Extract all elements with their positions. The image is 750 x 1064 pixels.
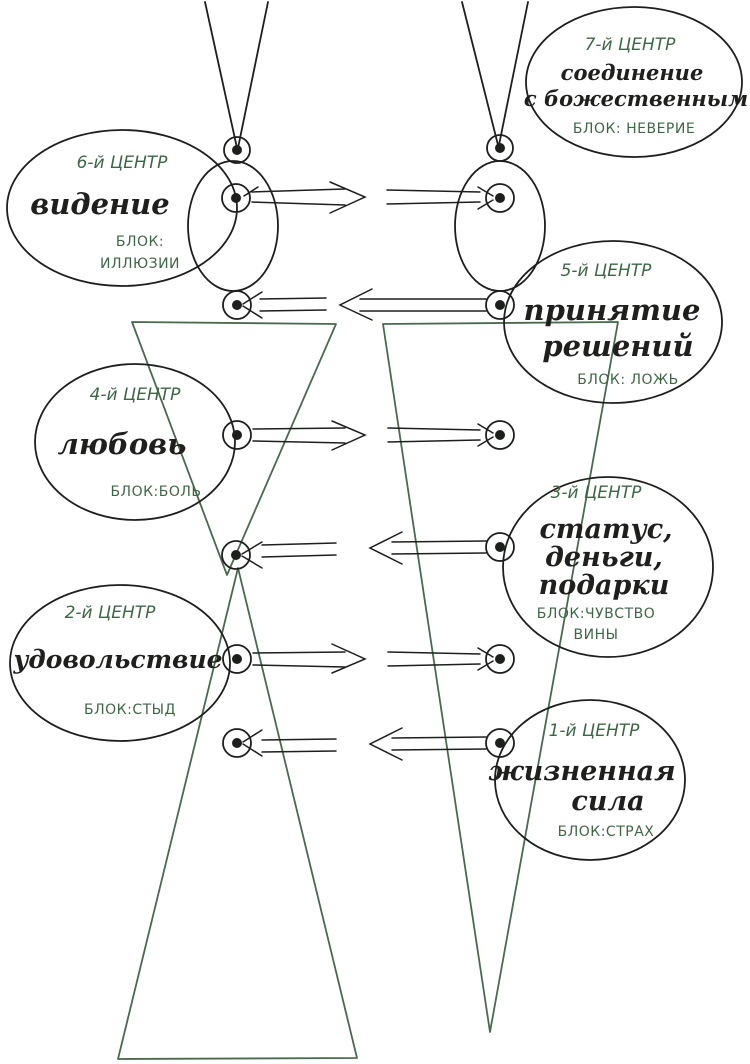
center-5-name-line1: принятие: [524, 293, 701, 327]
right-node-4: [477, 420, 515, 450]
right-head-oval: [454, 160, 546, 292]
left-node-3: [221, 540, 263, 570]
right-top-strings: [461, 1, 529, 146]
center-7-name-line2: с божественным: [524, 86, 748, 111]
center-4-name: любовь: [58, 427, 187, 461]
arrow-2-right: [252, 643, 481, 674]
center-6-name: видение: [30, 187, 169, 221]
center-2-name: удовольствие: [12, 645, 222, 674]
arrow-1-left: [261, 727, 487, 761]
center-1-name-line1: жизненная: [488, 756, 675, 787]
center-7-bubble: 7-й ЦЕНТР соединение с божественным БЛОК…: [524, 6, 748, 158]
center-7-name-line1: соединение: [561, 60, 704, 85]
left-node-7: [223, 136, 251, 164]
center-3-bubble: 3-й ЦЕНТР статус, деньги, подарки БЛОК:Ч…: [502, 476, 714, 658]
center-1-name-line2: сила: [571, 786, 644, 817]
right-node-5: [485, 290, 515, 320]
center-2-block: БЛОК:СТЫД: [84, 702, 176, 718]
center-5-block: БЛОК: ЛОЖЬ: [577, 372, 679, 388]
center-6-block-line2: ИЛЛЮЗИИ: [100, 256, 180, 272]
right-node-6: [477, 183, 515, 213]
right-node-7: [486, 134, 514, 162]
right-node-2: [477, 644, 515, 674]
center-3-block-line1: БЛОК:ЧУВСТВО: [537, 606, 656, 622]
center-1-block: БЛОК:СТРАХ: [558, 824, 655, 840]
center-2-bubble: 2-й ЦЕНТР удовольствие БЛОК:СТЫД: [9, 584, 231, 742]
right-node-3: [485, 532, 515, 562]
center-3-name-line2: деньги,: [545, 542, 663, 573]
left-top-strings: [204, 1, 269, 149]
center-2-title: 2-й ЦЕНТР: [65, 603, 157, 623]
center-5-bubble: 5-й ЦЕНТР принятие решений БЛОК: ЛОЖЬ: [503, 240, 723, 404]
center-3-name-line3: подарки: [539, 570, 670, 601]
center-4-block: БЛОК:БОЛЬ: [110, 484, 201, 500]
center-3-name-line1: статус,: [539, 514, 672, 545]
center-7-title: 7-й ЦЕНТР: [585, 35, 677, 55]
arrow-5-left: [259, 288, 487, 321]
left-node-5: [222, 290, 263, 320]
left-down-triangle: [131, 321, 337, 576]
center-1-title: 1-й ЦЕНТР: [549, 721, 641, 741]
center-1-bubble: 1-й ЦЕНТР жизненная сила БЛОК:СТРАХ: [488, 699, 686, 861]
left-node-2: [222, 644, 252, 674]
left-node-1: [222, 728, 263, 758]
arrow-6-right: [251, 181, 481, 214]
center-7-block: БЛОК: НЕВЕРИЕ: [573, 121, 695, 137]
center-4-title: 4-й ЦЕНТР: [90, 385, 182, 405]
right-body-triangle: [382, 321, 619, 1033]
right-node-1: [485, 728, 515, 758]
arrow-4-right: [252, 420, 481, 451]
center-6-title: 6-й ЦЕНТР: [77, 153, 169, 173]
center-3-block-line2: ВИНЫ: [574, 627, 619, 643]
left-node-4: [222, 420, 252, 450]
center-5-title: 5-й ЦЕНТР: [561, 261, 653, 281]
center-4-bubble: 4-й ЦЕНТР любовь БЛОК:БОЛЬ: [34, 363, 236, 521]
left-up-triangle: [117, 567, 358, 1060]
arrow-3-left: [261, 531, 487, 565]
center-3-title: 3-й ЦЕНТР: [551, 483, 643, 503]
center-5-name-line2: решений: [542, 329, 693, 363]
center-6-bubble: 6-й ЦЕНТР видение БЛОК: ИЛЛЮЗИИ: [6, 129, 238, 287]
center-6-block-line1: БЛОК:: [116, 234, 164, 250]
left-node-6: [221, 183, 259, 213]
